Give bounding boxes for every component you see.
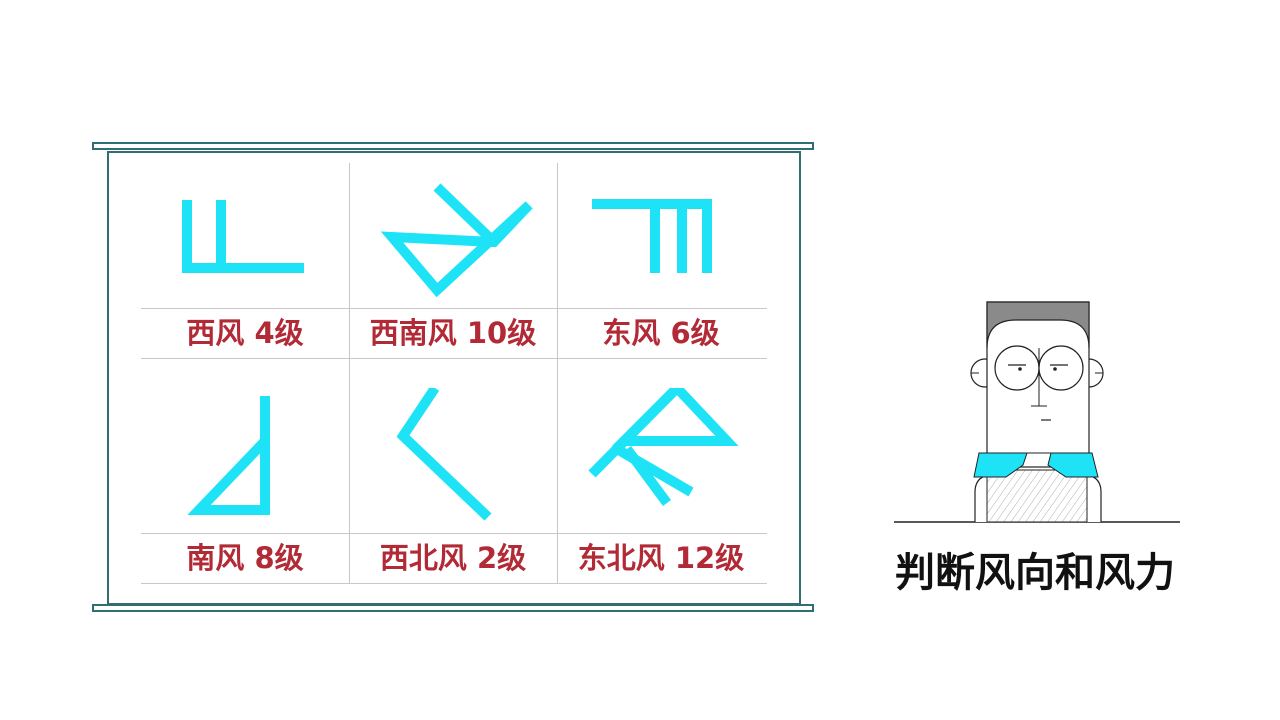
grid-divider-vertical-1 — [349, 163, 350, 583]
grid-divider-horizontal-4 — [141, 583, 767, 584]
wind-symbol-board: 西风 4级 西南风 10级 东风 6级 南风 8级 西北风 2级 东北风 12级 — [107, 151, 801, 605]
scroll-top-rod — [92, 142, 814, 150]
scroll-bottom-rod — [92, 604, 814, 612]
grid-divider-horizontal-2 — [141, 358, 767, 359]
grid-divider-horizontal-1 — [141, 308, 767, 309]
cell-label-5: 西北风 2级 — [379, 541, 527, 575]
wind-symbol-west-4 — [141, 163, 349, 308]
page-caption: 判断风向和风力 — [895, 550, 1175, 596]
wind-symbol-east-6 — [557, 163, 765, 308]
cell-label-6: 东北风 12级 — [577, 541, 745, 575]
grid-divider-vertical-2 — [557, 163, 558, 583]
cell-label-3: 东风 6级 — [602, 316, 720, 350]
wind-symbol-south-8 — [141, 388, 349, 533]
glasses-person-icon — [880, 290, 1190, 530]
cell-label-4: 南风 8级 — [186, 541, 304, 575]
grid-divider-horizontal-3 — [141, 533, 767, 534]
wind-symbol-northeast-12 — [557, 380, 765, 533]
wind-symbol-southwest-10 — [349, 163, 557, 308]
cell-label-2: 西南风 10级 — [369, 316, 537, 350]
wind-symbol-northwest-2 — [349, 385, 557, 533]
cell-label-1: 西风 4级 — [186, 316, 304, 350]
